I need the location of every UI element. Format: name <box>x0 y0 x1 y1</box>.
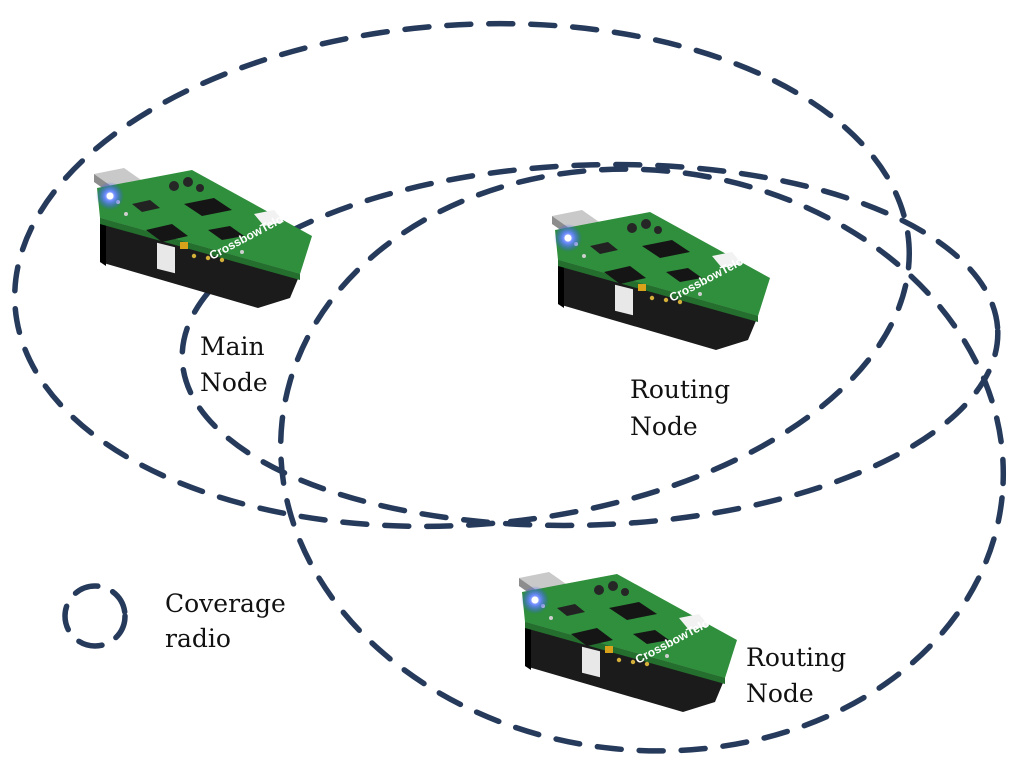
routing-node-1-label-line1: Routing <box>630 375 730 404</box>
coverage-area-main <box>12 20 912 530</box>
coverage-area-routing-1 <box>179 161 1001 529</box>
legend: Coverage radio <box>62 583 286 653</box>
main-node-device: CrossbowTelos <box>94 168 312 308</box>
coverage-area-routing-2 <box>277 166 1007 754</box>
routing-node-2-label-line2: Node <box>746 679 814 708</box>
main-node-label-line1: Main <box>200 332 265 361</box>
legend-coverage-symbol <box>62 583 128 649</box>
routing-node-2-label-line1: Routing <box>746 643 846 672</box>
legend-label-line1: Coverage <box>165 589 286 618</box>
legend-label-line2: radio <box>165 624 231 653</box>
main-node-label-line2: Node <box>200 368 268 397</box>
routing-node-1-device: CrossbowTelos <box>552 210 770 350</box>
routing-node-2-device: CrossbowTelos <box>519 572 737 712</box>
routing-node-1-label-line2: Node <box>630 412 698 441</box>
